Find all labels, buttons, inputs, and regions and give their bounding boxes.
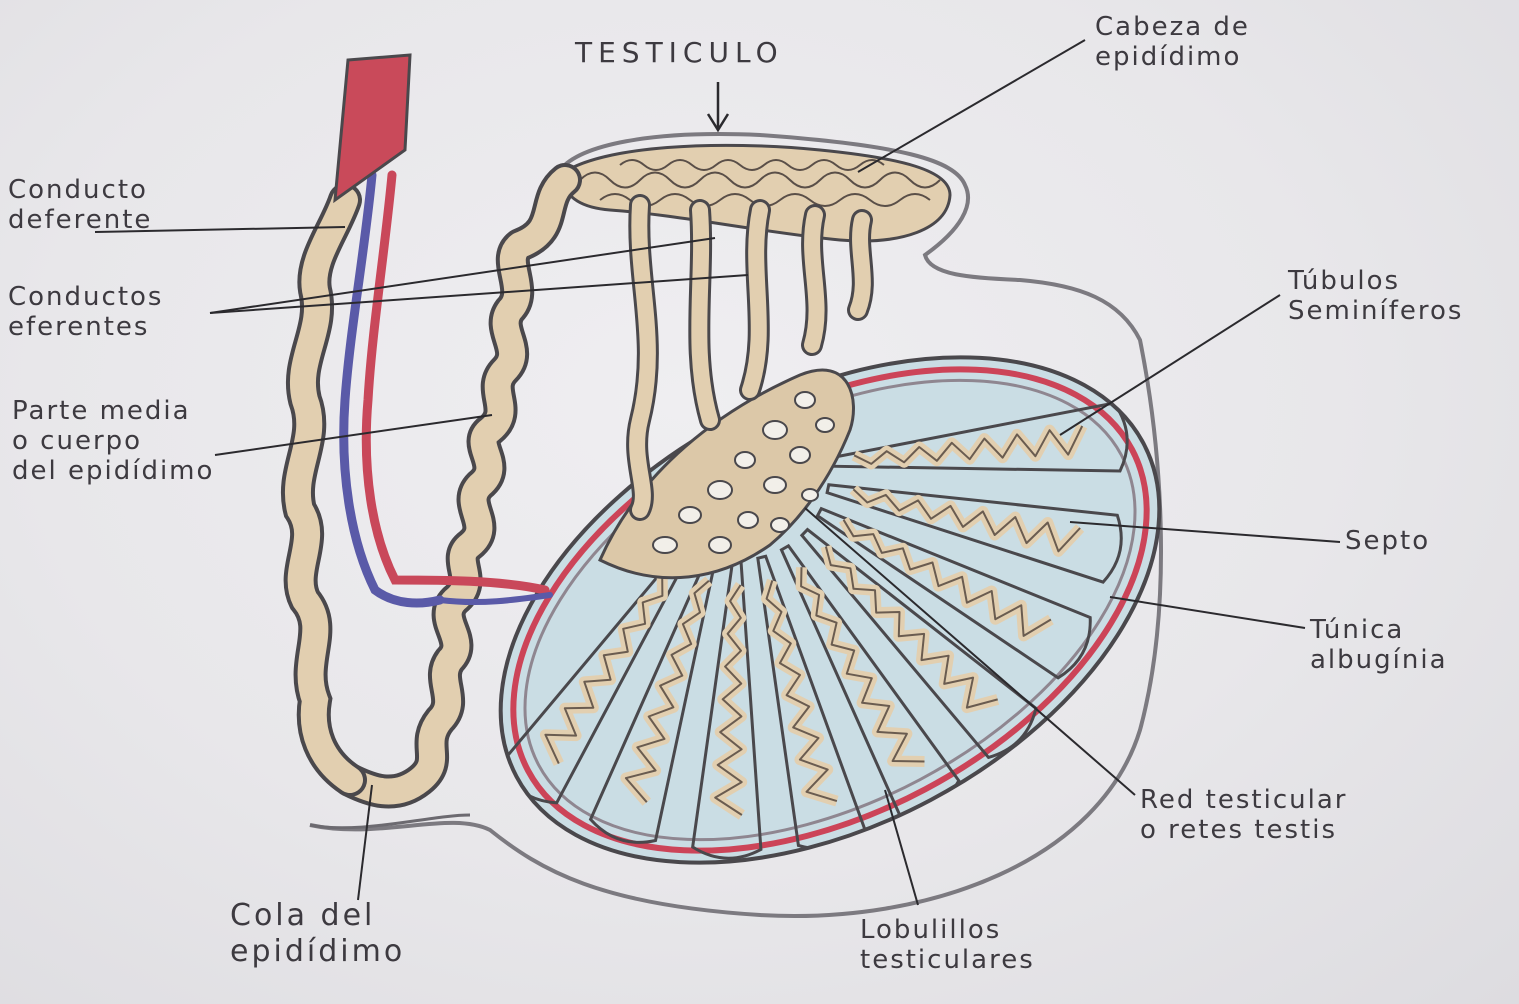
leader-eferentes-2 [210, 275, 748, 313]
leader-cabeza [858, 40, 1085, 172]
label-cabeza-line2: epidídimo [1095, 42, 1250, 72]
label-tubulos-seminiferos: Túbulos Seminíferos [1288, 266, 1463, 326]
label-tunica-line2: albugínia [1310, 645, 1448, 675]
label-parte-media-line2: o cuerpo [12, 426, 214, 456]
leader-parte-media [215, 415, 492, 455]
label-tubulos-line1: Túbulos [1288, 266, 1463, 296]
label-lobulillos-line2: testiculares [860, 945, 1035, 975]
label-lobulillos-testiculares: Lobulillos testiculares [860, 915, 1035, 975]
label-red-testicular: Red testicular o retes testis [1140, 785, 1347, 845]
label-tunica-albuginia: Túnica albugínia [1310, 615, 1448, 675]
label-cabeza-epididimo: Cabeza de epidídimo [1095, 12, 1250, 72]
label-cola-line1: Cola del [230, 898, 405, 934]
label-eferentes-line1: Conductos [8, 282, 163, 312]
label-cabeza-line1: Cabeza de [1095, 12, 1250, 42]
label-lobulillos-line1: Lobulillos [860, 915, 1035, 945]
label-cola-line2: epidídimo [230, 934, 405, 970]
title-arrow [708, 82, 728, 130]
label-cola-epididimo: Cola del epidídimo [230, 898, 405, 970]
leader-tubulos [1060, 295, 1280, 435]
label-tunica-line1: Túnica [1310, 615, 1448, 645]
label-deferente-line1: Conducto [8, 175, 152, 205]
label-red-line2: o retes testis [1140, 815, 1347, 845]
label-septo-line1: Septo [1345, 526, 1430, 556]
label-red-line1: Red testicular [1140, 785, 1347, 815]
label-conducto-deferente: Conducto deferente [8, 175, 152, 235]
leader-tunica [1110, 597, 1305, 628]
label-septo: Septo [1345, 526, 1430, 556]
label-parte-media: Parte media o cuerpo del epidídimo [12, 396, 214, 486]
label-deferente-line2: deferente [8, 205, 152, 235]
label-eferentes-line2: eferentes [8, 312, 163, 342]
label-conductos-eferentes: Conductos eferentes [8, 282, 163, 342]
title-testiculo: TESTICULO [575, 38, 784, 68]
vas-deferens [298, 200, 350, 780]
label-parte-media-line1: Parte media [12, 396, 214, 426]
label-parte-media-line3: del epidídimo [12, 456, 214, 486]
label-tubulos-line2: Seminíferos [1288, 296, 1463, 326]
